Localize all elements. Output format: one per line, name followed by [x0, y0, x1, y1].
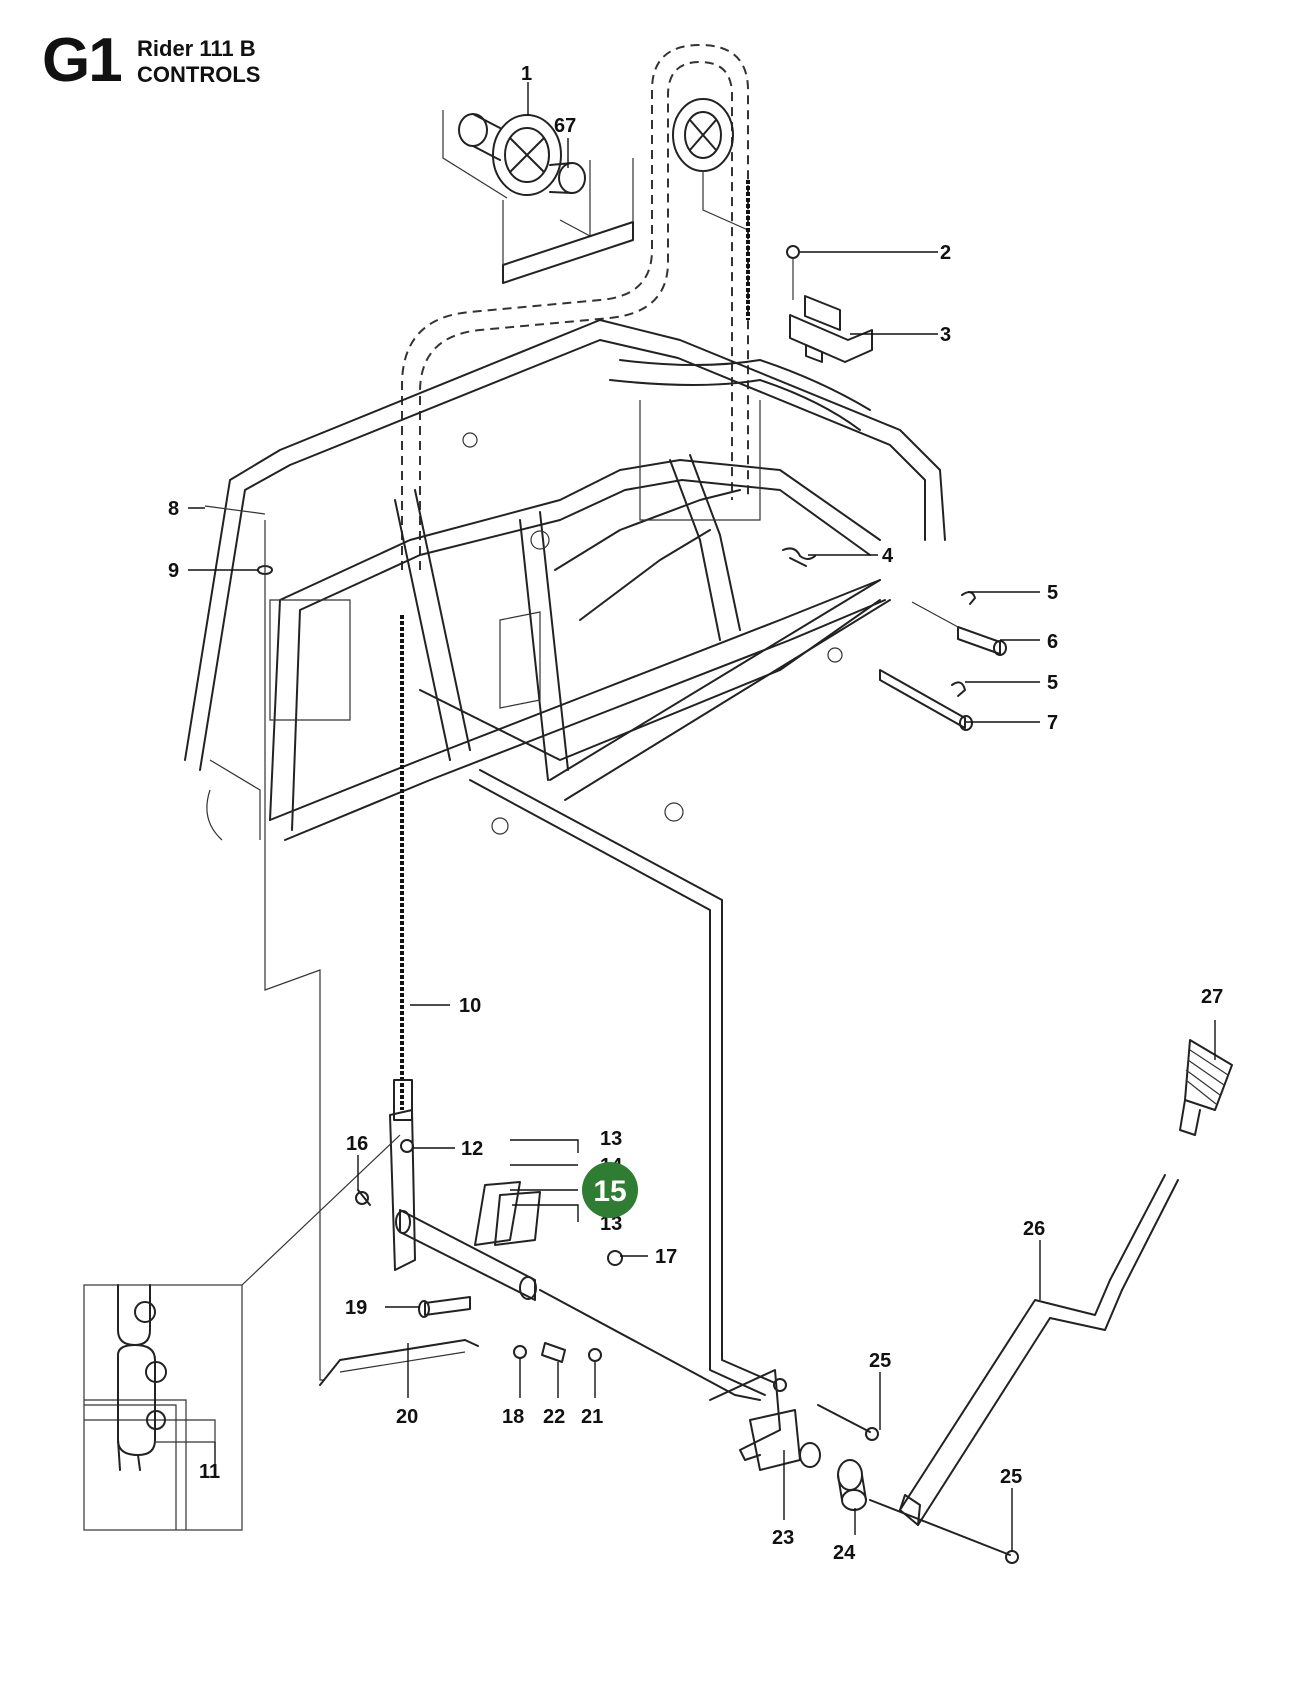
callout-22: 22 — [543, 1406, 565, 1428]
callout-23: 23 — [772, 1527, 794, 1549]
leader-lines — [188, 82, 1216, 1552]
callout-13-lower: 13 — [600, 1213, 622, 1235]
nut-part-21 — [588, 1348, 602, 1362]
callout-26: 26 — [1023, 1218, 1045, 1240]
chassis-frame — [184, 319, 946, 841]
callout-24: 24 — [833, 1542, 856, 1564]
pulley-right — [672, 98, 749, 231]
callout-17: 17 — [655, 1246, 677, 1268]
callout-19: 19 — [345, 1297, 367, 1319]
model-name: Rider 111 B — [137, 36, 256, 61]
chain-route-outline — [401, 43, 749, 570]
callout-1: 1 — [521, 63, 532, 85]
control-rod-inner — [479, 769, 776, 1384]
callout-12: 12 — [461, 1138, 483, 1160]
bolt-part-25-upper — [817, 1404, 871, 1433]
callout-5-lower: 5 — [1047, 672, 1058, 694]
bracket-part-3 — [786, 245, 873, 363]
clip-part-4 — [782, 547, 816, 567]
cable-part-8 — [204, 505, 266, 515]
section-title: CONTROLS — [137, 62, 261, 87]
callout-7: 7 — [1047, 712, 1058, 734]
highlight-label[interactable]: 15 — [593, 1175, 626, 1208]
callout-21: 21 — [581, 1406, 603, 1428]
callout-20: 20 — [396, 1406, 418, 1428]
bracket-part-23 — [709, 1369, 821, 1471]
cable-part-20 — [319, 1339, 479, 1386]
callout-27: 27 — [1201, 986, 1223, 1008]
detail-leader — [241, 1134, 401, 1286]
callout-67: 67 — [554, 115, 576, 137]
lever-arm-assembly — [355, 1109, 761, 1401]
callout-2: 2 — [940, 242, 951, 264]
highlighted-callout-15[interactable]: 15 — [582, 1162, 638, 1218]
callout-3: 3 — [940, 324, 951, 346]
bolt-part-25-lower — [869, 1499, 1011, 1556]
pulley-assembly-top — [442, 110, 634, 284]
callout-25-upper: 25 — [869, 1350, 891, 1372]
detail-inset-chain-link — [83, 1284, 243, 1531]
callout-16: 16 — [346, 1133, 368, 1155]
callout-25-lower: 25 — [1000, 1466, 1022, 1488]
bushing-part-24 — [837, 1459, 867, 1511]
bolt-part-19 — [424, 1296, 471, 1316]
callout-18: 18 — [502, 1406, 524, 1428]
callout-5-upper: 5 — [1047, 582, 1058, 604]
pin-part-7 — [879, 669, 973, 731]
callout-9: 9 — [168, 560, 179, 582]
callout-8: 8 — [168, 498, 179, 520]
nut-part-18 — [513, 1345, 527, 1359]
callout-6: 6 — [1047, 631, 1058, 653]
knob-part-27 — [1179, 1039, 1233, 1136]
callout-13-upper: 13 — [600, 1128, 622, 1150]
lever-part-26 — [899, 1174, 1179, 1526]
fitting-part-22 — [541, 1342, 566, 1363]
callout-11: 11 — [199, 1461, 220, 1483]
title-block: Rider 111 B CONTROLS — [137, 36, 260, 88]
control-rod — [469, 779, 766, 1396]
callout-labels: 1 67 2 3 4 5 6 5 7 8 9 10 11 12 13 14 13… — [168, 63, 1223, 1564]
highlight-circle[interactable] — [582, 1162, 638, 1218]
pin-part-6 — [911, 591, 1007, 656]
callout-10: 10 — [459, 995, 481, 1017]
page-code: G1 — [42, 26, 123, 95]
chain-route-inner — [419, 60, 733, 570]
callout-4: 4 — [882, 545, 894, 567]
